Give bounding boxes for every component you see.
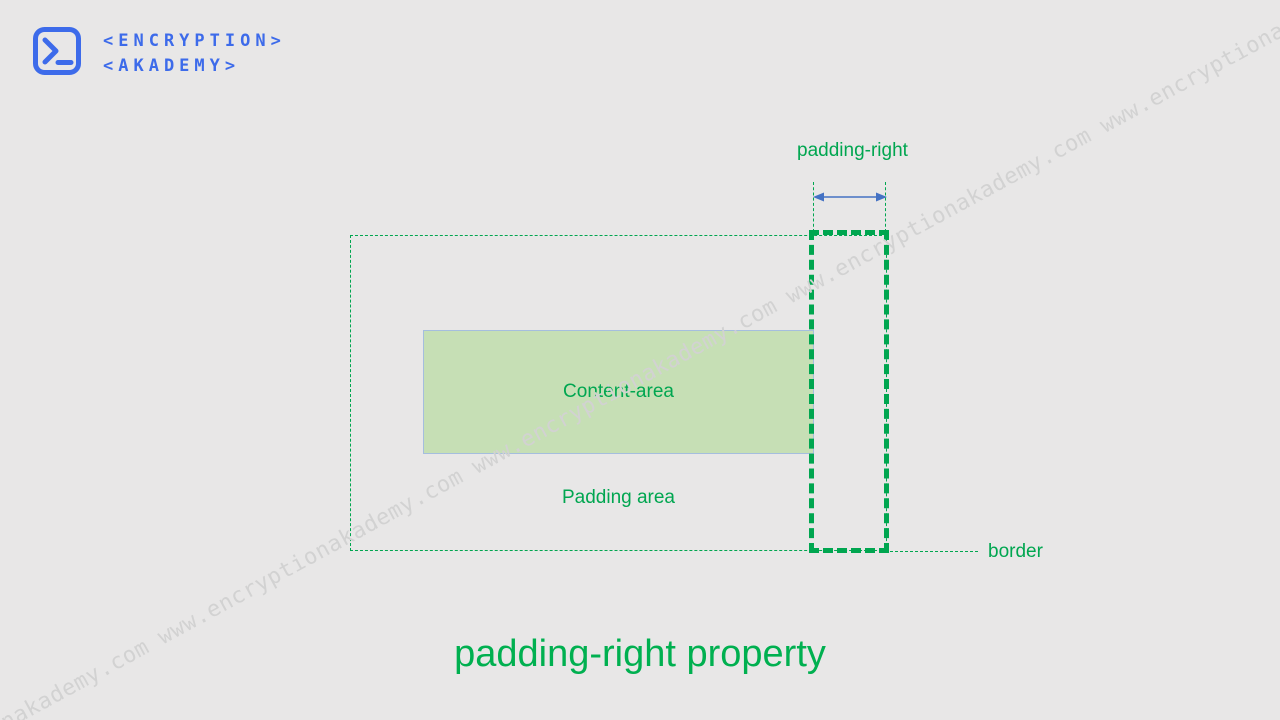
logo-line-2: <AKADEMY>	[103, 56, 241, 76]
extension-line-left	[813, 182, 814, 232]
extension-line-right	[885, 182, 886, 232]
content-area-box: Content-area	[423, 330, 814, 454]
logo-wordmark: <ENCRYPTION> <AKADEMY>	[103, 29, 286, 79]
border-label: border	[988, 541, 1043, 562]
padding-area-label: Padding area	[561, 487, 676, 508]
terminal-prompt-icon	[33, 27, 81, 75]
content-area-label: Content-area	[563, 381, 674, 402]
page-title: padding-right property	[454, 633, 826, 675]
padding-right-label: padding-right	[797, 140, 908, 161]
padding-right-highlight	[809, 230, 889, 553]
dimension-arrow-icon	[813, 192, 887, 202]
logo-line-1: <ENCRYPTION>	[103, 31, 286, 51]
logo: <ENCRYPTION> <AKADEMY>	[33, 27, 286, 79]
border-leader-line	[890, 551, 978, 552]
